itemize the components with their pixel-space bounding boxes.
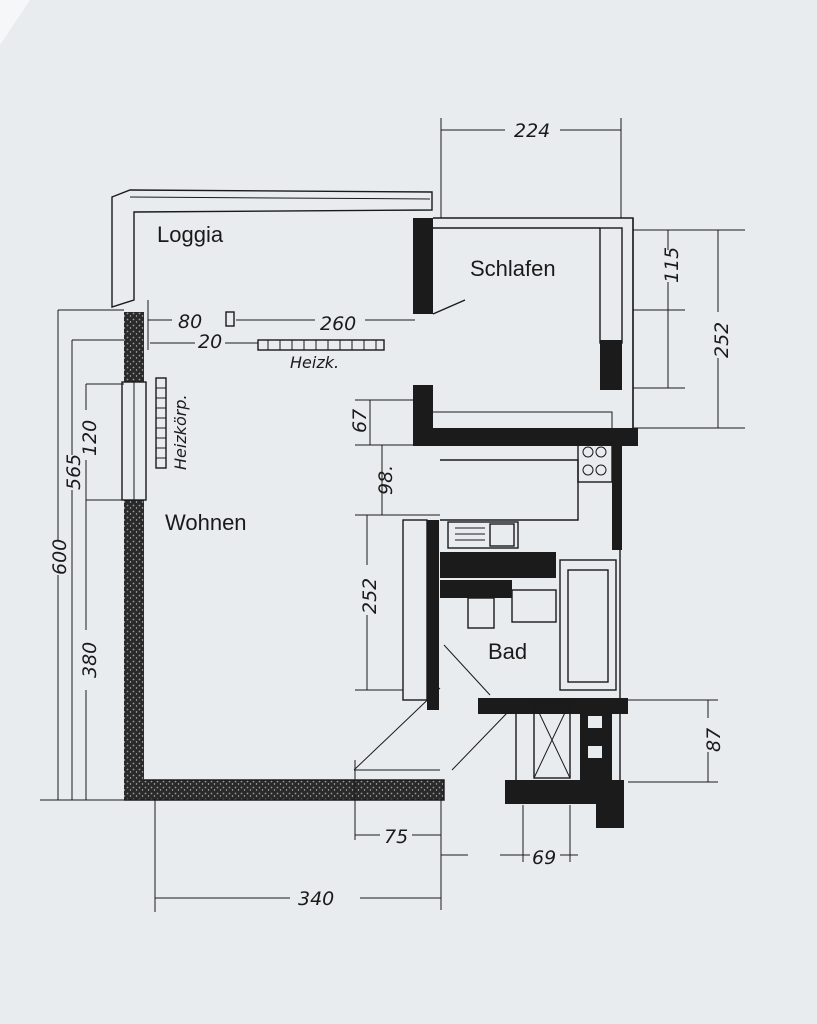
radiator-label-top: Heizk. xyxy=(290,353,339,372)
loggia-balcony xyxy=(111,189,433,308)
walls xyxy=(121,217,638,828)
dim-224: 224 xyxy=(514,120,550,142)
radiator-top xyxy=(257,339,385,351)
dim-252-left: 252 xyxy=(359,578,381,614)
radiator-left xyxy=(155,377,167,469)
dimension-lines xyxy=(40,118,745,912)
dim-20: 20 xyxy=(198,331,222,353)
dim-600: 600 xyxy=(49,539,71,575)
room-label-schlafen: Schlafen xyxy=(470,256,556,281)
radiator-label-left: Heizkörp. xyxy=(171,394,190,470)
dim-565: 565 xyxy=(63,454,85,490)
room-label-wohnen: Wohnen xyxy=(165,510,247,535)
dim-380: 380 xyxy=(79,642,101,678)
dim-98: 98. xyxy=(375,465,397,495)
room-label-bad: Bad xyxy=(488,639,527,664)
dim-260: 260 xyxy=(320,313,356,335)
dim-69: 69 xyxy=(532,847,556,869)
dim-67: 67 xyxy=(349,409,371,433)
dim-80: 80 xyxy=(178,311,202,333)
dim-115: 115 xyxy=(661,247,683,283)
dim-87: 87 xyxy=(703,728,725,752)
dim-120: 120 xyxy=(79,420,101,456)
dim-252-right: 252 xyxy=(711,322,733,358)
room-label-loggia: Loggia xyxy=(157,222,224,247)
dim-340: 340 xyxy=(298,888,334,910)
dim-75: 75 xyxy=(384,826,408,848)
paper-corner xyxy=(0,0,30,45)
